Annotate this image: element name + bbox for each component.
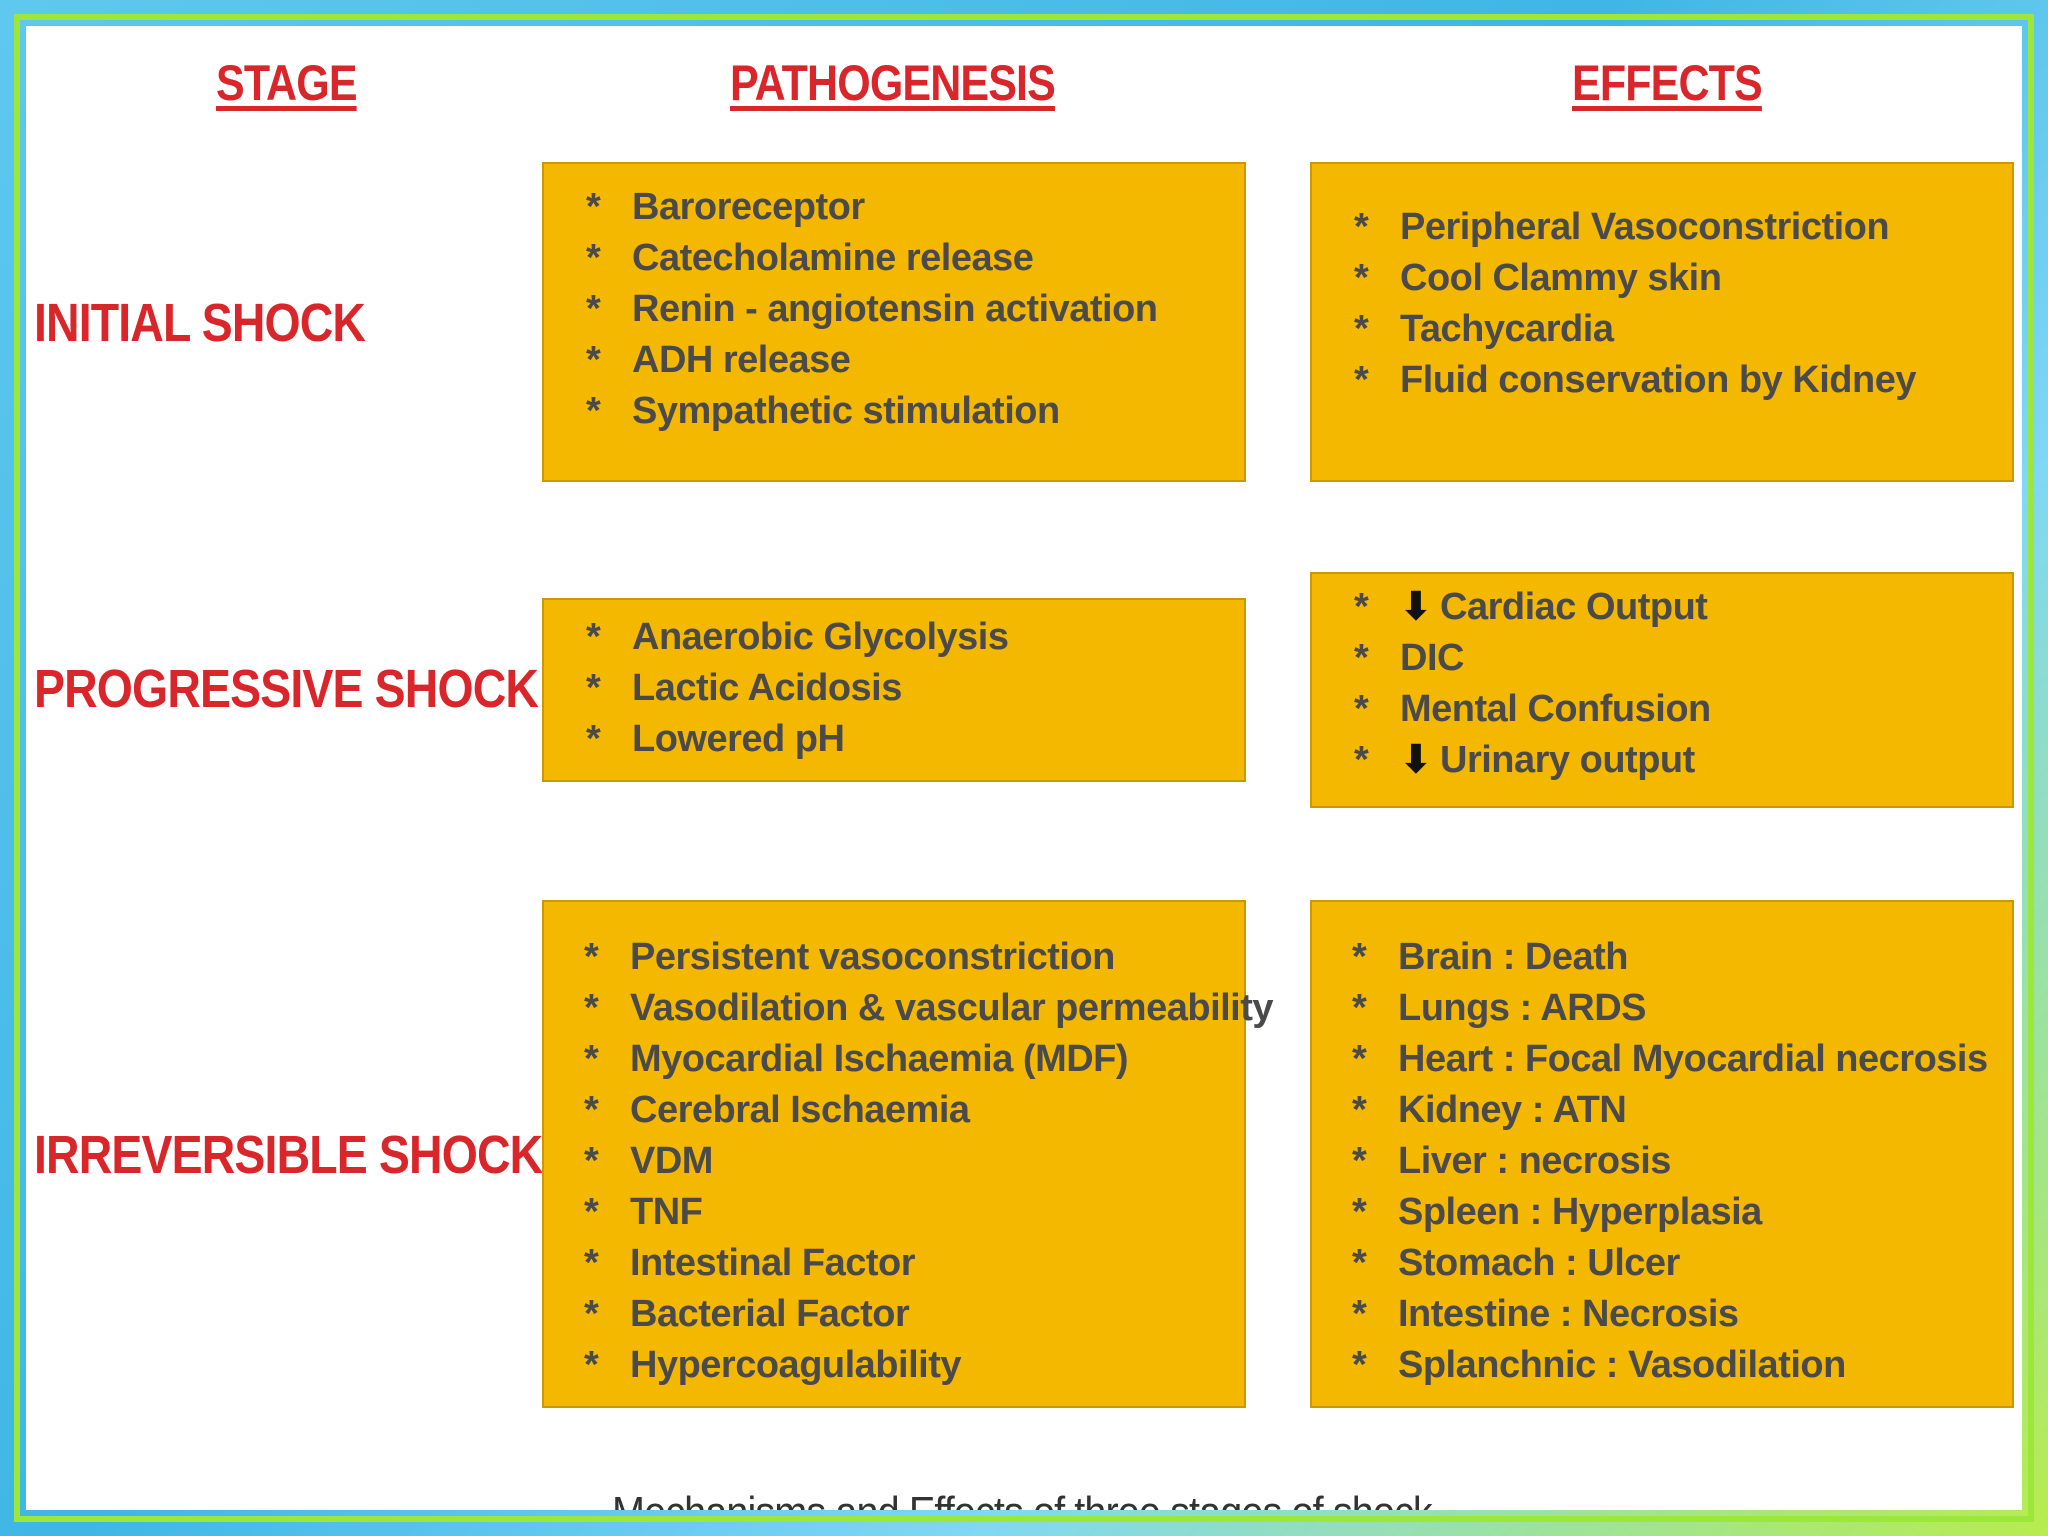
- list-item: *Spleen : Hyperplasia: [1352, 1191, 1762, 1233]
- pathogenesis-list-irreversible: *Persistent vasoconstriction *Vasodilati…: [584, 932, 1274, 1391]
- list-item: *Intestine : Necrosis: [1352, 1293, 1739, 1335]
- list-item: *Intestinal Factor: [584, 1242, 916, 1284]
- list-item: *Catecholamine release: [586, 237, 1034, 279]
- effects-list-irreversible: *Brain : Death *Lungs : ARDS *Heart : Fo…: [1352, 932, 2012, 1391]
- list-item: *Baroreceptor: [586, 186, 865, 228]
- list-item: *Brain : Death: [1352, 936, 1628, 978]
- pathogenesis-box-progressive: *Anaerobic Glycolysis *Lactic Acidosis *…: [542, 598, 1246, 782]
- list-item: *VDM: [584, 1140, 713, 1182]
- list-item: *⬇Cardiac Output: [1354, 582, 2012, 633]
- list-item: *Hypercoagulability: [584, 1344, 961, 1386]
- list-item: *Vasodilation & vascular permeability: [584, 987, 1274, 1029]
- list-item: *DIC: [1354, 637, 1464, 679]
- header-stage: STAGE: [216, 55, 357, 111]
- list-item: *Mental Confusion: [1354, 688, 1711, 730]
- list-item: *Sympathetic stimulation: [586, 390, 1060, 432]
- stage-irreversible-label: IRREVERSIBLE SHOCK: [34, 1125, 543, 1185]
- list-item: *Cerebral Ischaemia: [584, 1089, 970, 1131]
- list-item: *Splanchnic : Vasodilation: [1352, 1344, 1846, 1386]
- list-item: *Peripheral Vasoconstriction: [1354, 206, 1890, 248]
- down-arrow-icon: ⬇: [1400, 739, 1432, 781]
- list-item: *Anaerobic Glycolysis: [586, 616, 1009, 658]
- list-item: *Renin - angiotensin activation: [586, 288, 1158, 330]
- effects-list-initial: *Peripheral Vasoconstriction *Cool Clamm…: [1354, 202, 2012, 406]
- list-item: *Bacterial Factor: [584, 1293, 910, 1335]
- down-arrow-icon: ⬇: [1400, 586, 1432, 628]
- list-item: *Stomach : Ulcer: [1352, 1242, 1680, 1284]
- list-item: *Kidney : ATN: [1352, 1089, 1627, 1131]
- list-item: *Fluid conservation by Kidney: [1354, 359, 1916, 401]
- list-item: *Heart : Focal Myocardial necrosis: [1352, 1038, 1988, 1080]
- pathogenesis-box-irreversible: *Persistent vasoconstriction *Vasodilati…: [542, 900, 1274, 1408]
- list-item: *Lungs : ARDS: [1352, 987, 1647, 1029]
- list-item: *ADH release: [586, 339, 851, 381]
- stage-initial-label: INITIAL SHOCK: [34, 293, 366, 353]
- stage-progressive-label: PROGRESSIVE SHOCK: [34, 659, 539, 719]
- list-item: *Cool Clammy skin: [1354, 257, 1722, 299]
- list-item: *Tachycardia: [1354, 308, 1614, 350]
- effects-box-progressive: *⬇Cardiac Output *DIC *Mental Confusion …: [1310, 572, 2014, 808]
- pathogenesis-list-progressive: *Anaerobic Glycolysis *Lactic Acidosis *…: [586, 612, 1244, 765]
- list-item: *Lowered pH: [586, 718, 845, 760]
- effects-box-initial: *Peripheral Vasoconstriction *Cool Clamm…: [1310, 162, 2014, 482]
- effects-list-progressive: *⬇Cardiac Output *DIC *Mental Confusion …: [1354, 582, 2012, 786]
- list-item: *Persistent vasoconstriction: [584, 936, 1115, 978]
- slide-frame-border: [14, 14, 2034, 1522]
- pathogenesis-list-initial: *Baroreceptor *Catecholamine release *Re…: [586, 182, 1244, 437]
- slide-canvas: STAGE PATHOGENESIS EFFECTS INITIAL SHOCK…: [26, 26, 2022, 1510]
- header-effects: EFFECTS: [1572, 55, 1763, 111]
- list-item: *TNF: [584, 1191, 703, 1233]
- pathogenesis-box-initial: *Baroreceptor *Catecholamine release *Re…: [542, 162, 1246, 482]
- effects-box-irreversible: *Brain : Death *Lungs : ARDS *Heart : Fo…: [1310, 900, 2014, 1408]
- list-item: *Liver : necrosis: [1352, 1140, 1671, 1182]
- list-item: *⬇Urinary output: [1354, 735, 2012, 786]
- header-pathogenesis: PATHOGENESIS: [730, 55, 1056, 111]
- list-item: *Lactic Acidosis: [586, 667, 902, 709]
- figure-caption: Mechanisms and Effects of three stages o…: [612, 1488, 1433, 1510]
- list-item: *Myocardial Ischaemia (MDF): [584, 1038, 1129, 1080]
